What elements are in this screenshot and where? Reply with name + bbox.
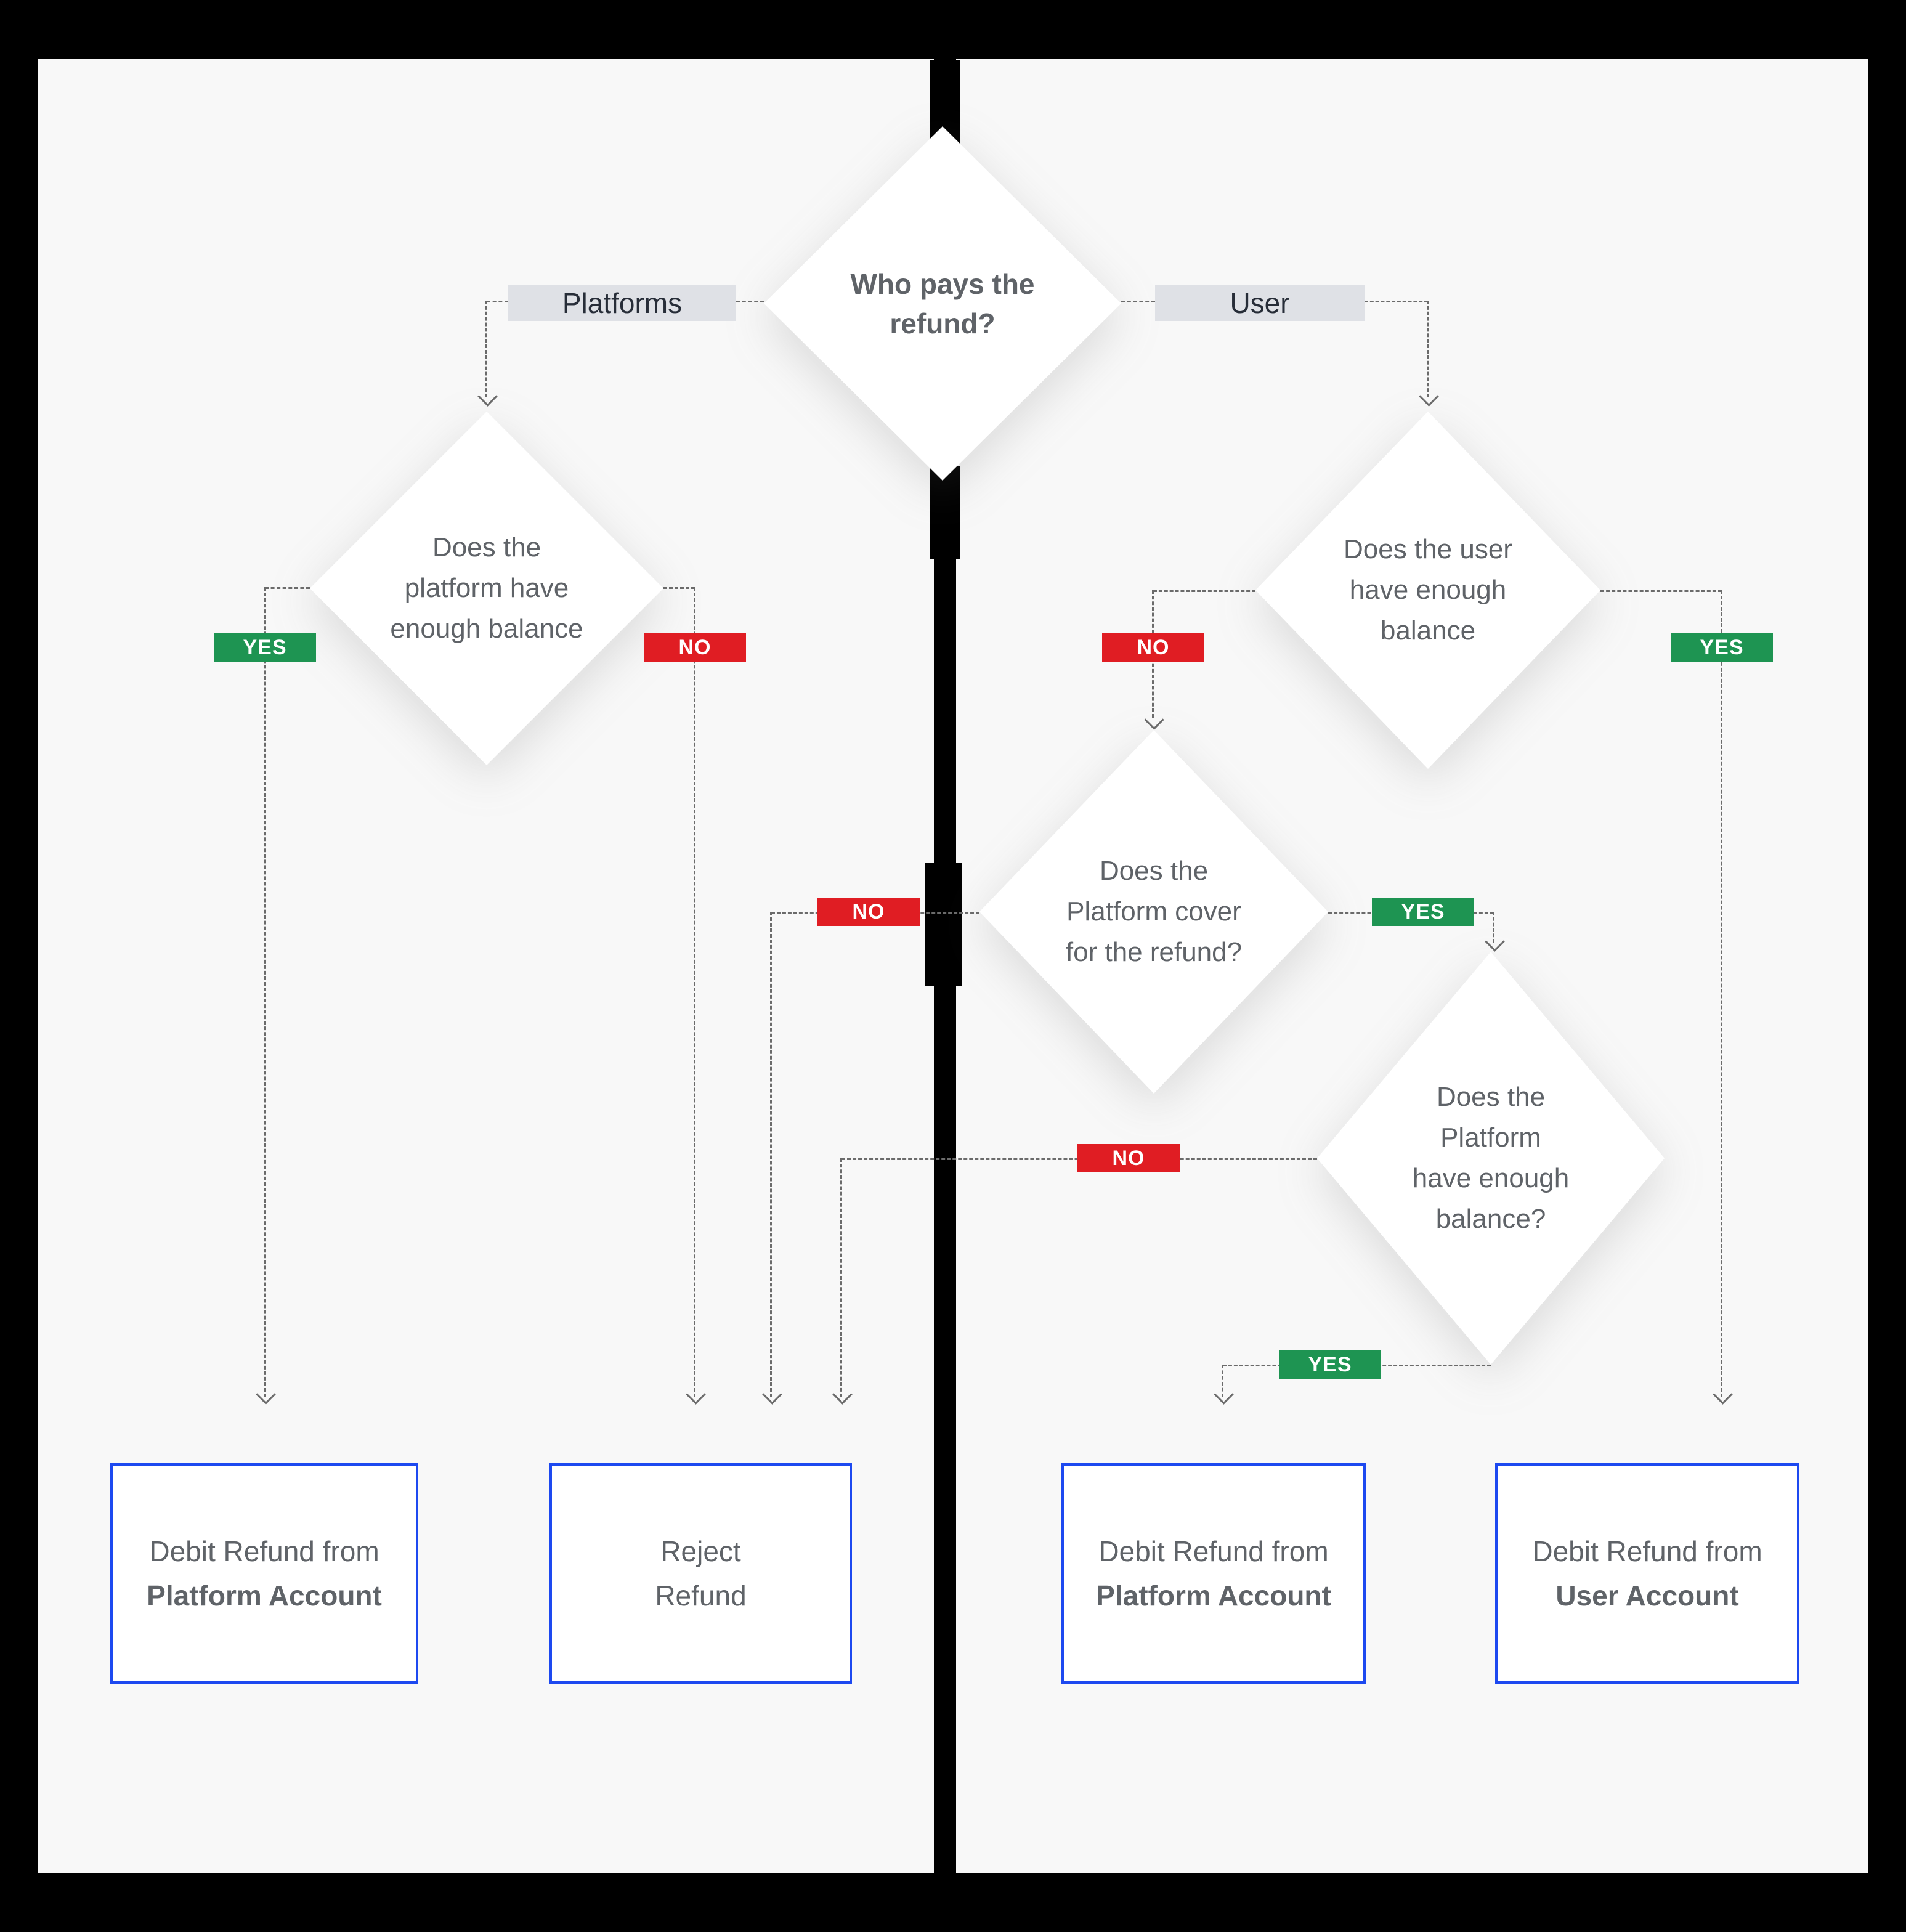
outcome-debit-user: Debit Refund from User Account — [1495, 1463, 1799, 1684]
decision-line: Does the — [1099, 856, 1209, 886]
decision-line: Platform cover — [1066, 896, 1241, 927]
edge-root-to-platforms-label — [736, 301, 764, 302]
edge-platforms-label-out — [487, 301, 508, 302]
badge-no-user: NO — [1102, 633, 1204, 662]
outcome-line2: Refund — [655, 1580, 747, 1612]
edge-platforms-down — [485, 301, 487, 397]
flowchart-background: Who pays the refund? Does the platform h… — [38, 59, 1868, 1873]
decision-line: platform have — [404, 573, 569, 603]
edge-user-label-out — [1365, 301, 1428, 302]
decision-platform-balance: Does the platform have enough balance — [310, 412, 663, 765]
decision-line: for the refund? — [1065, 937, 1243, 967]
outcome-line2: Platform Account — [147, 1580, 382, 1612]
decision-line: have enough — [1412, 1163, 1570, 1193]
outcome-debit-platform-right: Debit Refund from Platform Account — [1061, 1463, 1366, 1684]
decision-platform-cover: Does the Platform cover for the refund? — [979, 730, 1328, 1094]
edge-cover-no-vertical — [770, 912, 772, 1397]
edge-root-to-user-label — [1121, 301, 1155, 302]
outcome-line2: Platform Account — [1096, 1580, 1331, 1612]
decision-line: Does the — [432, 532, 541, 562]
decision-line: Platform — [1440, 1122, 1541, 1153]
decision-text: Does the platform have enough balance — [390, 527, 583, 649]
arrow-into-box3 — [1214, 1384, 1234, 1405]
arrow-into-cover-decision — [1144, 710, 1164, 730]
edge-cover-yes-vertical — [1493, 912, 1494, 943]
decision-line: Does the user — [1344, 534, 1512, 564]
diamond-shape: Does the platform have enough balance — [310, 412, 663, 765]
edge-user-yes-vertical — [1721, 590, 1722, 1397]
badge-yes-left: YES — [214, 633, 316, 662]
badge-yes-balance2: YES — [1279, 1350, 1381, 1379]
diamond-shape: Does the user have enough balance — [1255, 412, 1600, 769]
decision-text: Who pays the refund? — [850, 264, 1034, 343]
badge-yes-cover: YES — [1372, 898, 1474, 926]
decision-line: have enough — [1349, 575, 1507, 605]
edge-user-down — [1427, 301, 1429, 397]
decision-text: Does the Platform have enough balance? — [1413, 1077, 1569, 1240]
decision-user-balance: Does the user have enough balance — [1255, 412, 1600, 769]
arrow-into-box4 — [1713, 1384, 1733, 1405]
edge-left-yes-horizontal — [265, 587, 310, 589]
arrow-into-balance2-decision — [1485, 932, 1505, 952]
edge-balance2-yes-vertical — [1222, 1365, 1223, 1397]
edge-balance2-no-vertical — [840, 1158, 842, 1397]
decision-line: refund? — [890, 307, 996, 339]
outcome-debit-platform-left: Debit Refund from Platform Account — [110, 1463, 418, 1684]
outcome-reject-refund: Reject Refund — [549, 1463, 852, 1684]
arrow-into-box2-b — [762, 1384, 782, 1405]
arrow-into-left-decision — [477, 386, 498, 407]
decision-platform-balance-2: Does the Platform have enough balance? — [1317, 952, 1665, 1365]
decision-text: Does the Platform cover for the refund? — [1066, 851, 1242, 973]
badge-yes-user: YES — [1671, 633, 1773, 662]
outcome-line1: Reject — [660, 1535, 741, 1567]
decision-line: enough balance — [390, 614, 583, 644]
edge-left-no-vertical — [694, 587, 695, 1397]
badge-no-balance2: NO — [1077, 1144, 1180, 1172]
badge-no-left: NO — [644, 633, 746, 662]
noise-patch-middle — [930, 466, 960, 559]
branch-label-platforms: Platforms — [508, 285, 736, 321]
arrow-into-box2-a — [686, 1384, 706, 1405]
arrow-into-box1 — [256, 1384, 276, 1405]
diamond-shape: Who pays the refund? — [764, 126, 1121, 481]
edge-left-yes-vertical — [264, 587, 266, 1397]
edge-user-no-horizontal — [1153, 590, 1255, 592]
outcome-line1: Debit Refund from — [1098, 1535, 1329, 1567]
edge-left-no-horizontal — [663, 587, 695, 589]
decision-line: balance? — [1435, 1204, 1546, 1234]
decision-text: Does the user have enough balance — [1344, 529, 1512, 651]
decision-line: balance — [1380, 615, 1476, 646]
outcome-line2: User Account — [1555, 1580, 1739, 1612]
noise-patch-top — [930, 60, 960, 146]
decision-who-pays-refund: Who pays the refund? — [764, 126, 1121, 481]
arrow-into-box2-c — [832, 1384, 853, 1405]
badge-no-cover: NO — [817, 898, 920, 926]
arrow-into-right-decision — [1419, 386, 1439, 407]
outcome-line1: Debit Refund from — [1532, 1535, 1762, 1567]
diamond-shape: Does the Platform cover for the refund? — [979, 730, 1328, 1094]
edge-user-yes-horizontal — [1600, 590, 1722, 592]
decision-line: Who pays the — [850, 267, 1035, 300]
branch-label-user: User — [1155, 285, 1365, 321]
outcome-line1: Debit Refund from — [149, 1535, 379, 1567]
diamond-shape: Does the Platform have enough balance? — [1317, 952, 1665, 1365]
noise-patch-lower — [925, 862, 962, 986]
decision-line: Does the — [1436, 1082, 1546, 1112]
